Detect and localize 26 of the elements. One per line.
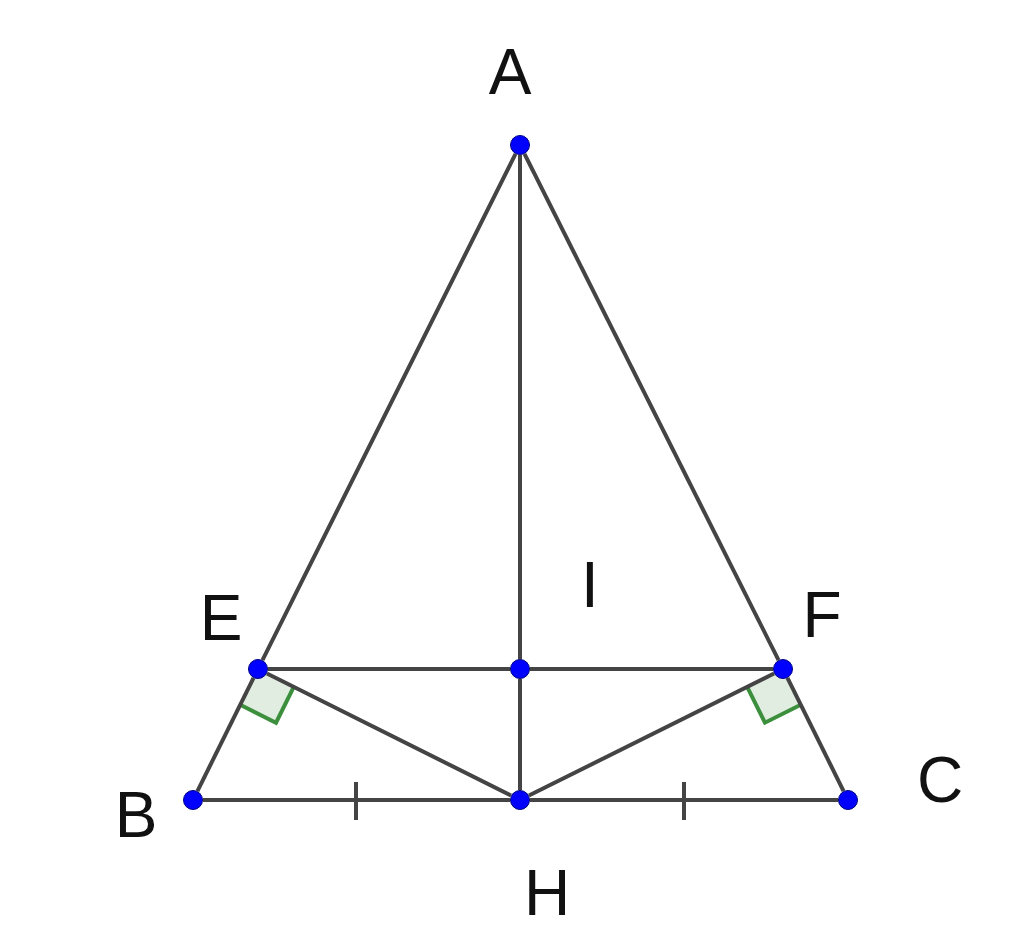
point-dot <box>248 659 268 679</box>
point-label: H <box>523 861 571 925</box>
point-dot <box>510 135 530 155</box>
line-segment <box>518 155 522 659</box>
point-label: F <box>802 583 842 647</box>
point-dot <box>838 790 858 810</box>
point-dot <box>510 790 530 810</box>
line-segment <box>195 677 256 792</box>
line-segment <box>203 798 510 802</box>
line-segment <box>785 677 846 792</box>
point-label: A <box>488 40 532 104</box>
point-dot <box>773 659 793 679</box>
point-label: C <box>916 748 964 812</box>
point-dot <box>510 659 530 679</box>
point-label: E <box>199 586 243 650</box>
point-label: B <box>114 783 158 847</box>
line-segment <box>530 667 773 671</box>
line-segment <box>528 671 775 798</box>
line-segment <box>530 798 838 802</box>
line-segment <box>268 667 510 671</box>
line-segment <box>518 679 522 790</box>
point-label: I <box>581 553 599 617</box>
line-segment <box>260 153 518 661</box>
line-segment <box>266 671 512 798</box>
line-segment <box>522 153 781 661</box>
point-dot <box>183 790 203 810</box>
